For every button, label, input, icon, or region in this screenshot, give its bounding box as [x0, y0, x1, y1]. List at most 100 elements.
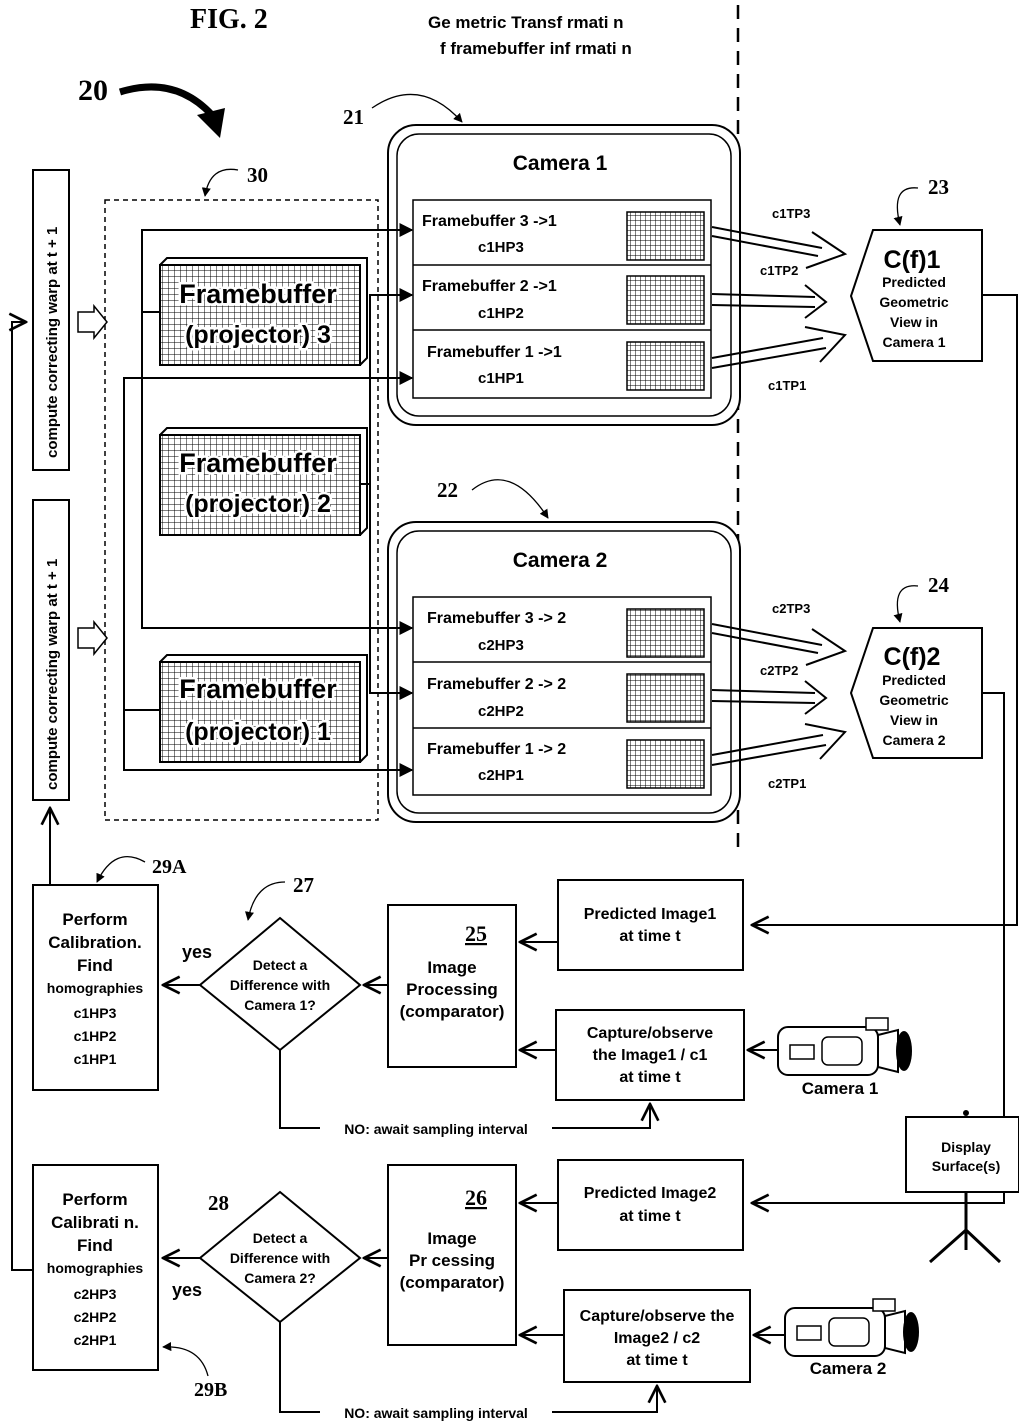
arrow-calib2-to-warp [12, 322, 33, 1271]
predicted-view-camera-1: C(f)1 Predicted Geometric View in Camera… [849, 229, 983, 362]
svg-text:View in: View in [890, 712, 938, 728]
cam2-row-2-label: Framebuffer 2 -> 2 [427, 676, 566, 693]
svg-text:Camera 1?: Camera 1? [244, 997, 316, 1013]
image-processing-1-box: 25 Image Processing (comparator) [387, 904, 517, 1068]
ref-22-pointer [471, 479, 549, 519]
ref-30-pointer [201, 168, 239, 197]
t-arrows-cam2 [711, 623, 848, 766]
svg-text:Predicted: Predicted [882, 672, 946, 688]
ref-25: 25 [465, 921, 487, 946]
warp-box-top: compute correcting warp at t + 1 [32, 169, 70, 471]
ref-23: 23 [928, 175, 949, 199]
svg-text:c2HP2: c2HP2 [74, 1309, 117, 1325]
header-line-1: Ge metric Transf rmati n [428, 13, 624, 32]
ref-27-pointer [245, 881, 286, 921]
no-line-1-left [279, 1050, 320, 1129]
svg-text:c2HP3: c2HP3 [74, 1286, 117, 1302]
ref-30: 30 [247, 163, 268, 187]
calibration-1-box: Perform Calibration. Find homographies c… [32, 884, 159, 1091]
cam1-row-1-label: Framebuffer 1 ->1 [427, 344, 562, 361]
arrow-20-head [197, 108, 225, 138]
fb3-subtitle: (projector) 3 [185, 321, 331, 349]
fb-connections [123, 223, 414, 777]
ref-24: 24 [928, 573, 950, 597]
svg-text:Image2 / c2: Image2 / c2 [614, 1330, 700, 1347]
video-camera-2-icon [784, 1298, 919, 1357]
framebuffer-group [104, 199, 379, 821]
fb3-title: Framebuffer [179, 279, 337, 309]
ref-27: 27 [293, 873, 314, 897]
svg-text:Geometric: Geometric [879, 294, 948, 310]
video-camera-1-icon [760, 1017, 912, 1076]
svg-text:c1HP2: c1HP2 [74, 1028, 117, 1044]
display-label-1: Display [941, 1139, 991, 1155]
svg-text:C(f)1: C(f)1 [884, 246, 941, 274]
svg-text:c1HP1: c1HP1 [74, 1051, 117, 1067]
svg-text:Perform: Perform [62, 910, 127, 929]
svg-text:Pr cessing: Pr cessing [409, 1251, 495, 1270]
svg-text:c2HP1: c2HP1 [74, 1332, 117, 1348]
svg-text:Find: Find [77, 956, 113, 975]
ref-21-pointer [371, 93, 463, 123]
ref-20: 20 [78, 74, 108, 107]
cam2-row-3-h: c2HP3 [478, 637, 524, 654]
cam1-row-2-h: c1HP2 [478, 305, 524, 322]
ref-29b: 29B [194, 1379, 227, 1401]
c1tp3-label: c1TP3 [772, 206, 810, 221]
camera-2-title: Camera 2 [513, 549, 608, 572]
svg-text:View in: View in [890, 314, 938, 330]
camera-1-title: Camera 1 [513, 152, 608, 175]
yes-label-2: yes [172, 1280, 202, 1300]
ref-29b-pointer [162, 1342, 209, 1377]
ref-21: 21 [343, 105, 364, 129]
camera-2-block: Camera 2 Framebuffer 3 -> 2 c2HP3 Frameb… [387, 521, 741, 823]
cam2-row-3-label: Framebuffer 3 -> 2 [427, 610, 566, 627]
svg-text:Capture/observe: Capture/observe [587, 1025, 713, 1042]
feed-predicted-1 [752, 294, 1018, 925]
predicted-image-2-box: Predicted Image2 at time t [557, 1159, 744, 1251]
hollow-arrow-warp-bottom [77, 619, 108, 657]
svg-text:at time t: at time t [619, 1069, 681, 1086]
svg-text:homographies: homographies [47, 1260, 144, 1276]
camera-2-label: Camera 2 [810, 1359, 887, 1378]
svg-text:Camera 1: Camera 1 [882, 334, 945, 350]
svg-text:compute correcting warp at t +: compute correcting warp at t + 1 [44, 227, 61, 458]
t-arrows-cam1 [711, 226, 848, 369]
no-label-2: NO: await sampling interval [344, 1405, 528, 1421]
ref-28: 28 [208, 1191, 229, 1215]
ref-29a-pointer [96, 856, 146, 883]
svg-text:Perform: Perform [62, 1190, 127, 1209]
ref-26: 26 [465, 1185, 487, 1210]
svg-text:Difference with: Difference with [230, 1250, 330, 1266]
svg-text:Image: Image [427, 1229, 476, 1248]
svg-text:Detect a: Detect a [253, 1230, 308, 1246]
svg-text:(comparator): (comparator) [400, 1002, 505, 1021]
c2tp1-label: c2TP1 [768, 776, 806, 791]
warp-box-bottom: compute correcting warp at t + 1 [32, 499, 70, 801]
ref-24-pointer [893, 585, 919, 623]
capture-image-2-box: Capture/observe the Image2 / c2 at time … [563, 1289, 751, 1383]
no-line-1-right [552, 1104, 650, 1129]
decision-diamond-2: Detect a Difference with Camera 2? [198, 1190, 362, 1324]
hollow-arrow-warp-top [77, 303, 108, 341]
cam1-row-1-h: c1HP1 [478, 370, 524, 387]
display-label-2: Surface(s) [932, 1158, 1000, 1174]
svg-text:at time t: at time t [619, 1208, 681, 1225]
camera-1-label: Camera 1 [802, 1079, 879, 1098]
svg-text:Detect a: Detect a [253, 957, 308, 973]
display-surface: Display Surface(s) [905, 1110, 1019, 1264]
svg-text:Difference with: Difference with [230, 977, 330, 993]
yes-label-1: yes [182, 942, 212, 962]
framebuffer-projector-3: Framebuffer (projector) 3 [159, 257, 368, 366]
svg-text:Predicted Image1: Predicted Image1 [584, 906, 717, 923]
image-processing-2-box: 26 Image Pr cessing (comparator) [387, 1164, 517, 1346]
no-line-2-right [552, 1386, 657, 1413]
predicted-view-camera-2: C(f)2 Predicted Geometric View in Camera… [849, 627, 983, 759]
svg-text:the Image1 / c1: the Image1 / c1 [593, 1047, 708, 1064]
fb2-title: Framebuffer [179, 448, 337, 478]
svg-text:Image: Image [427, 958, 476, 977]
svg-text:Predicted Image2: Predicted Image2 [584, 1185, 717, 1202]
fb1-title: Framebuffer [179, 674, 337, 704]
c1tp1-label: c1TP1 [768, 378, 806, 393]
